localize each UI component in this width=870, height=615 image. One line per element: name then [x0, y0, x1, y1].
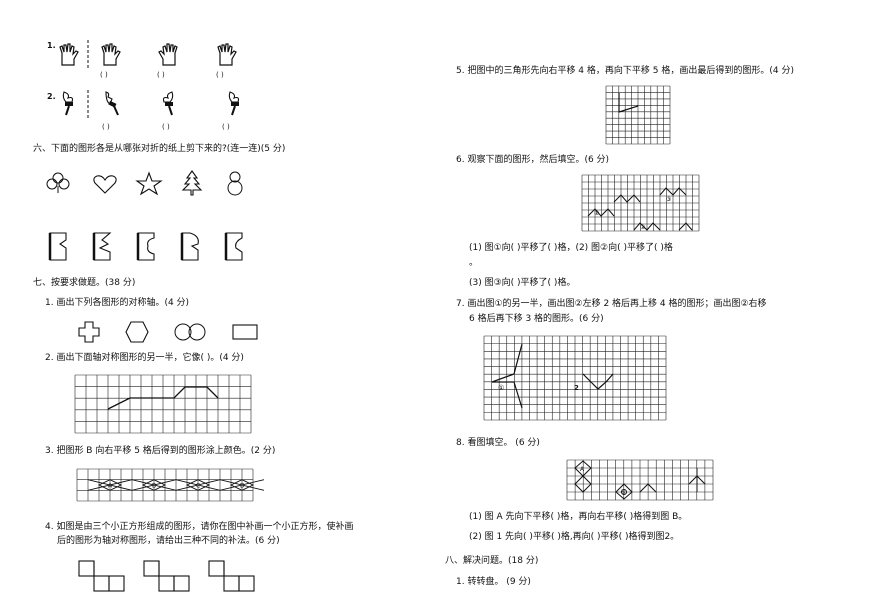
section8-title: 八、解决问题。(18 分) [445, 556, 539, 566]
question-8: 8. 看图填空。 (6 分) [456, 438, 540, 448]
figure-label: A [108, 483, 113, 490]
half-shape [180, 232, 199, 261]
torch-icon [105, 91, 119, 116]
question-7-line2: 6 格后再下移 3 格的图形。(6 分) [469, 314, 604, 324]
grid-q8: A B [566, 459, 714, 501]
glove-icon [217, 43, 237, 66]
grid-q3: A B C D [76, 468, 265, 502]
torch-icon [228, 91, 240, 116]
star-shape [135, 171, 163, 196]
grid-q5 [605, 85, 671, 145]
half-shape [92, 232, 112, 261]
figure-mark: B [621, 489, 625, 496]
q6-fill-2[interactable]: (3) 图③向( )平移了( )格。 [469, 278, 576, 288]
heart-shape [93, 175, 117, 194]
tromino-shape [208, 560, 255, 592]
question-6: 6. 观察下面的图形，然后填空。(6 分) [456, 155, 610, 165]
question-1: 1. 画出下列各图形的对称轴。(4 分) [45, 298, 190, 308]
bowtie-figure [87, 479, 133, 491]
rectangle-shape [232, 324, 258, 340]
club-shape [46, 172, 70, 193]
figure-label: D [240, 483, 245, 490]
glove-icon [158, 43, 178, 66]
bowtie-figure [175, 479, 221, 491]
group1-number: 1. [47, 41, 56, 50]
tree-shape [181, 170, 203, 196]
q6-fill-1[interactable]: (1) 图①向( )平移了( )格，(2) 图②向( )平移了( )格 [469, 243, 673, 253]
glove-icon [59, 43, 79, 66]
glove-icon [101, 43, 121, 66]
bowtie-figure [131, 479, 177, 491]
figure-mark: 2 [574, 384, 579, 392]
figure-mark: ① [498, 384, 504, 392]
figure-label: C [196, 483, 200, 490]
question-2: 2. 画出下面轴对称图形的另一半，它像( )。(4 分) [45, 353, 244, 363]
double-circle-shape [174, 323, 206, 341]
dashed-divider [87, 40, 89, 70]
answer-paren[interactable]: ( ) [100, 71, 108, 79]
hexagon-shape [125, 321, 149, 343]
torch-icon [62, 91, 74, 116]
half-shape [136, 232, 155, 261]
tromino-shape [78, 560, 125, 592]
section7-title: 七、按要求做题。(38 分) [33, 278, 136, 288]
answer-paren[interactable]: ( ) [102, 123, 110, 131]
bowtie-figure [219, 479, 265, 491]
figure-mark: A [580, 466, 585, 473]
question-7-line1: 7. 画出图①的另一半，画出图②左移 2 格后再上移 4 格的图形；画出图②右移 [456, 299, 767, 309]
figure-mark: ① [594, 210, 599, 217]
grid-q7: ① 2 [483, 335, 667, 421]
section6-title: 六、下面的图形各是从哪张对折的纸上剪下来的?(连一连)(5 分) [33, 144, 286, 154]
question-3: 3. 把图形 B 向右平移 5 格后得到的图形涂上颜色。(2 分) [45, 446, 276, 456]
tromino-shape [143, 560, 190, 592]
group2-number: 2. [47, 92, 56, 101]
figure-mark: ② [640, 224, 646, 231]
q8-fill-1[interactable]: (1) 图 A 先向下平移( )格，再向右平移( )格得到图 B。 [469, 512, 688, 522]
half-shape [224, 232, 243, 261]
torch-icon [162, 91, 174, 116]
cross-shape [78, 321, 100, 343]
half-shape [48, 232, 67, 261]
answer-paren[interactable]: ( ) [222, 123, 230, 131]
figure-mark: ③ [666, 196, 671, 203]
q8-fill-2[interactable]: (2) 图 1 先向( )平移( )格,再向( )平移( )格得到图2。 [469, 532, 680, 542]
question-5: 5. 把图中的三角形先向右平移 4 格，再向下平移 5 格，画出最后得到的图形。… [456, 66, 794, 76]
answer-paren[interactable]: ( ) [162, 123, 170, 131]
snowman-shape [227, 171, 243, 196]
q6-fill-1-end: 。 [469, 258, 479, 268]
question-4-line2: 后的图形为轴对称图形，请给出三种不同的补法。(6 分) [57, 536, 280, 546]
question-4-line1: 4. 如图是由三个小正方形组成的图形，请你在图中补画一个小正方形，使补画 [45, 522, 354, 532]
figure-label: B [152, 483, 156, 490]
grid-q6: ① ② ③ [581, 174, 700, 232]
dashed-divider [87, 90, 89, 120]
grid-q2 [74, 374, 252, 434]
answer-paren[interactable]: ( ) [216, 71, 224, 79]
answer-paren[interactable]: ( ) [157, 71, 165, 79]
question-9: 1. 转转盘。 (9 分) [456, 577, 531, 587]
